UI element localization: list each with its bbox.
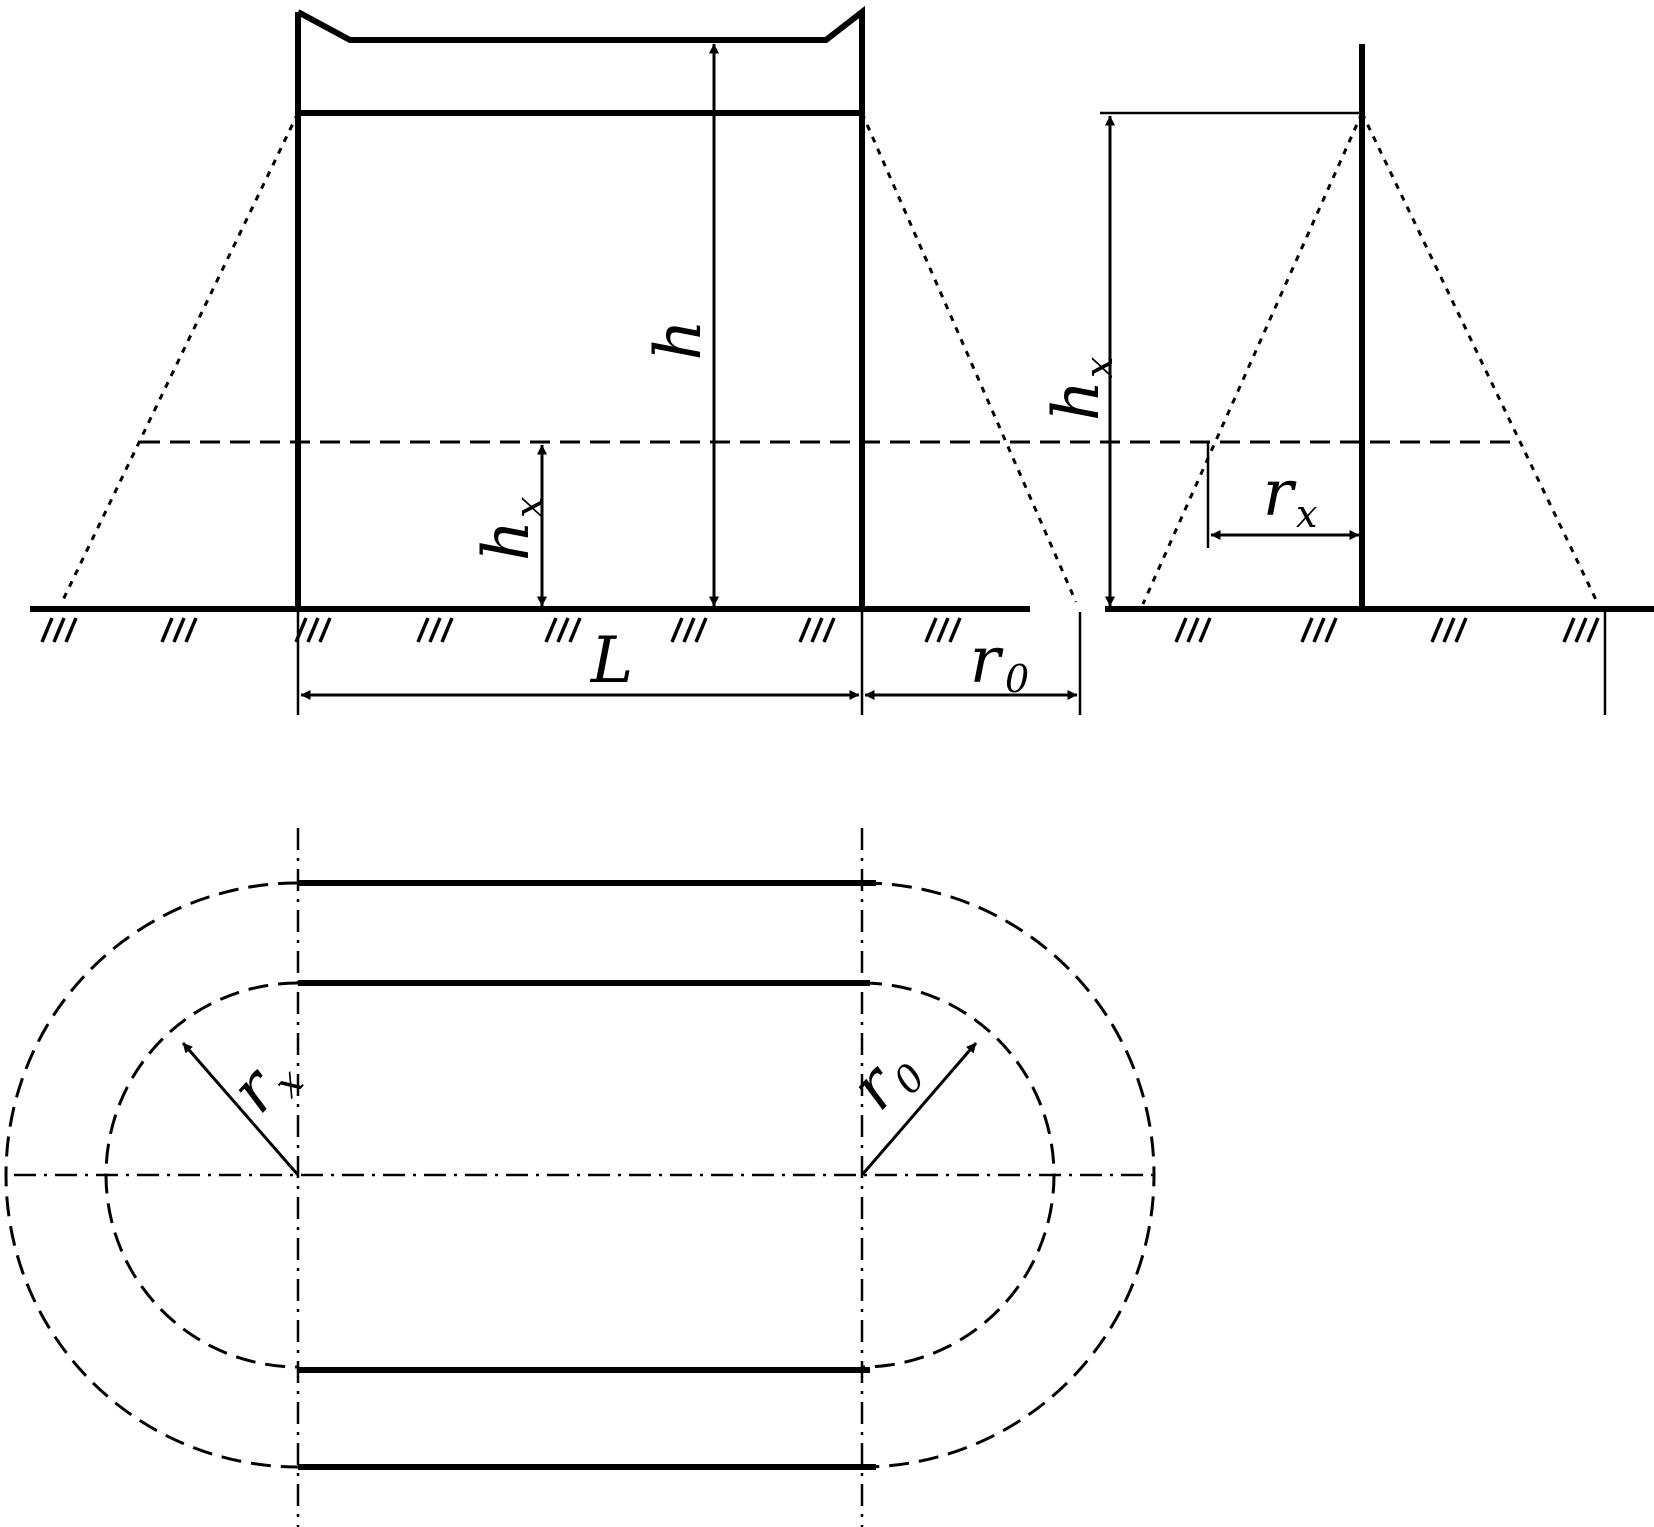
structure-top-outline (295, 5, 865, 612)
r0-zone-boundary (4, 881, 1156, 1469)
plan-view: r x r 0 (4, 828, 1160, 1527)
hx-label-side: h x (1040, 357, 1121, 422)
front-elevation-view: h h x L r 0 (30, 5, 1515, 715)
svg-text:r: r (970, 624, 1004, 698)
L-label: L (590, 624, 634, 698)
r0-label-plan: r 0 (837, 1049, 934, 1124)
side-boundary-right (1360, 112, 1600, 605)
ground-hatching-side (1174, 617, 1600, 643)
svg-text:0: 0 (1005, 657, 1029, 701)
svg-text:h: h (1040, 380, 1114, 421)
svg-text:x: x (507, 497, 551, 518)
protection-boundary-right (860, 112, 1078, 603)
svg-text:x: x (1296, 492, 1317, 536)
protection-boundary-left (60, 112, 300, 603)
rx-label-side: r x (1263, 457, 1318, 536)
r0-label-elevation: r 0 (970, 624, 1029, 701)
rx-radius-arrow (181, 1042, 300, 1176)
rx-zone-boundary (104, 981, 1056, 1369)
hx-label-main: h x (470, 497, 551, 562)
r0-radius-arrow (860, 1042, 978, 1176)
ground-hatching-main (40, 617, 962, 643)
side-boundary-left (1141, 112, 1364, 605)
side-elevation-view: h x r x (1040, 44, 1654, 715)
svg-text:h: h (470, 520, 544, 561)
h-label: h (642, 319, 716, 360)
svg-text:r: r (1263, 457, 1297, 531)
svg-text:x: x (1077, 357, 1121, 378)
